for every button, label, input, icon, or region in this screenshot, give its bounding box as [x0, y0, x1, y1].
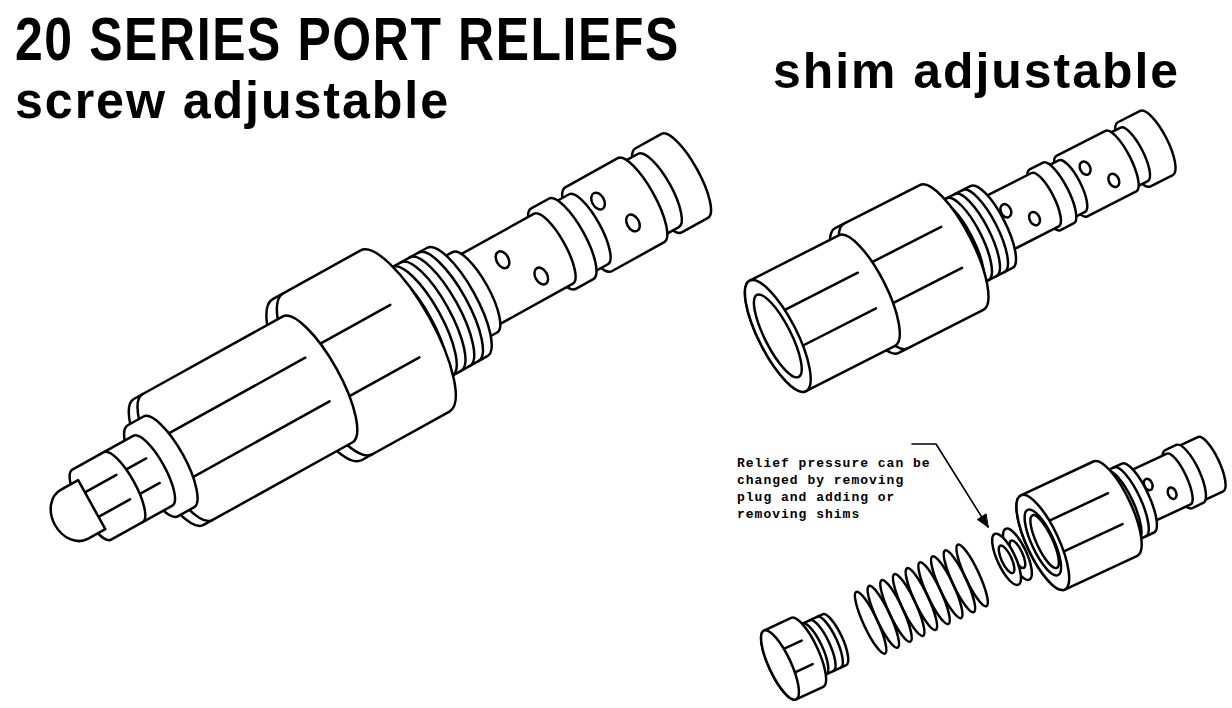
- shim: [987, 525, 1038, 588]
- note-text: Relief pressure can be changed by removi…: [737, 455, 937, 523]
- screw-adjustable-valve: [10, 89, 741, 606]
- subtitle: shim adjustable: [773, 46, 1180, 96]
- shim-adjustable-valve: [729, 76, 1198, 407]
- spring: [850, 542, 993, 657]
- subtitle: screw adjustable: [15, 74, 450, 126]
- main-title: 20 SERIES PORT RELIEFS: [15, 8, 680, 70]
